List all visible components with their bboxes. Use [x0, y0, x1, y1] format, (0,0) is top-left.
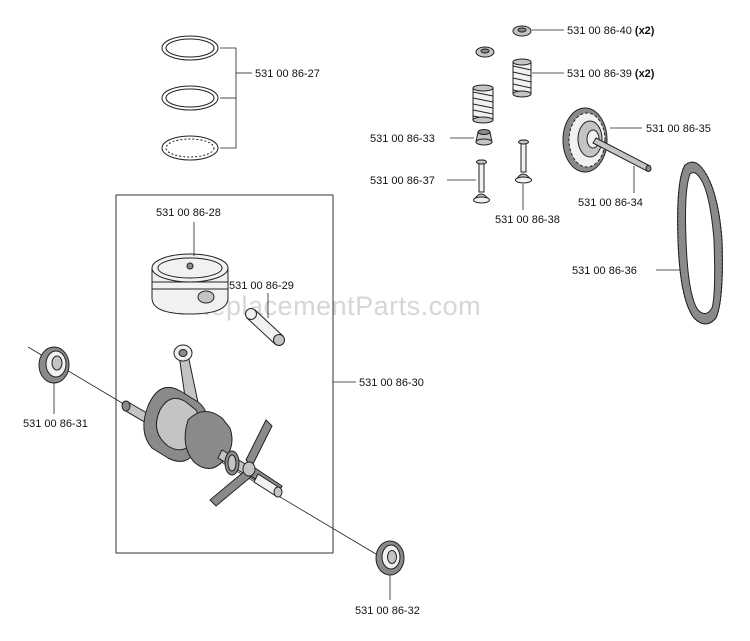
label-part-30: 531 00 86-30 [359, 377, 424, 389]
label-part-39: 531 00 86-39 (x2) [567, 68, 655, 80]
label-part-40: 531 00 86-40 (x2) [567, 25, 655, 37]
crankshaft [121, 344, 283, 507]
camshaft-pin [592, 137, 652, 172]
label-part-35: 531 00 86-35 [646, 123, 711, 135]
piston-ring-set [161, 35, 219, 161]
crankshaft-seal-left [38, 346, 70, 384]
piston-ring-oil [161, 135, 219, 161]
label-part-28: 531 00 86-28 [156, 207, 221, 219]
valve-exhaust [515, 139, 532, 184]
valve-intake [473, 159, 490, 204]
label-part-36: 531 00 86-36 [572, 265, 637, 277]
label-part-27: 531 00 86-27 [255, 68, 320, 80]
piston-ring-middle [161, 85, 219, 111]
valve-stem-seal [475, 129, 493, 146]
valve-retainer-left [475, 46, 495, 58]
timing-belt [677, 161, 723, 325]
camshaft-gear [562, 107, 608, 173]
valve-spring-left [472, 84, 494, 124]
valve-spring-right [512, 58, 532, 98]
label-part-29: 531 00 86-29 [229, 280, 294, 292]
label-part-38: 531 00 86-38 [495, 214, 560, 226]
kit-outline-30 [115, 194, 334, 554]
label-part-31: 531 00 86-31 [23, 418, 88, 430]
label-part-32: 531 00 86-32 [355, 605, 420, 617]
piston [151, 253, 229, 315]
label-part-34: 531 00 86-34 [578, 197, 643, 209]
label-part-33: 531 00 86-33 [370, 133, 435, 145]
piston-ring-top [161, 35, 219, 61]
crankshaft-seal-right [375, 540, 405, 576]
piston-pin [245, 308, 285, 346]
label-part-37: 531 00 86-37 [370, 175, 435, 187]
valve-spring-retainer [512, 25, 532, 37]
